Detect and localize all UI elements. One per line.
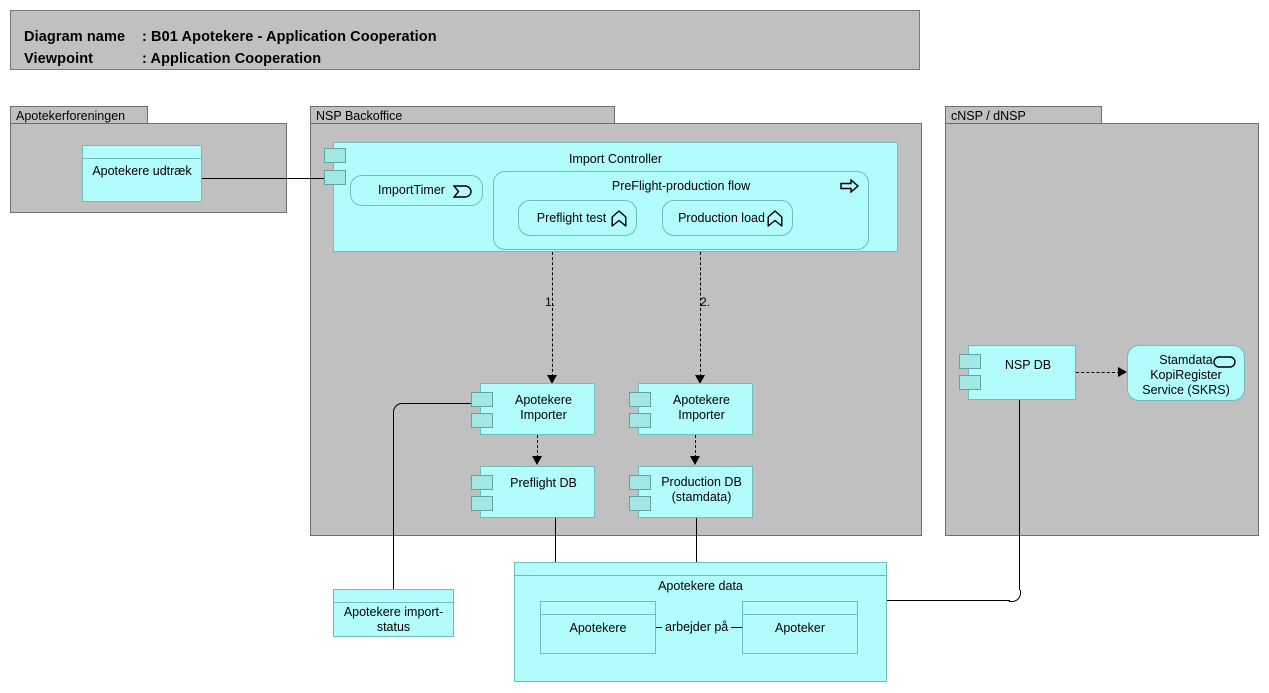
connector-udtraek-to-import-controller (202, 178, 331, 179)
port-import-controller-2 (324, 170, 346, 185)
node-label-import-controller: Import Controller (568, 152, 663, 166)
port-apotekere-importer-1-b (471, 413, 493, 428)
node-label-production-db: Production DB (stamdata) (661, 475, 742, 504)
connector-importer1-to-preflight-db (537, 435, 538, 458)
connector-apotekere-apoteker-label: arbejder på (662, 620, 732, 634)
port-apotekere-importer-1-a (471, 392, 493, 407)
node-label-apotekere-import-status: Apotekere import- status (343, 605, 444, 634)
connector-nspdb-to-stamdata-arrowhead (1118, 367, 1127, 377)
data-object-header (334, 590, 453, 603)
port-preflight-db-a (471, 475, 493, 490)
connector-preflight-db-to-data (555, 518, 556, 563)
port-production-db-a (629, 475, 651, 490)
connector-nspdb-to-stamdata (1076, 372, 1120, 373)
connector-importer1-to-preflight-db-arrowhead (532, 456, 542, 465)
diagram-name-key: Diagram name (24, 29, 126, 45)
connector-nspdb-to-data-h (887, 600, 1010, 601)
process-arrow-icon (840, 178, 860, 198)
node-import-timer[interactable]: ImportTimer (350, 175, 483, 206)
port-apotekere-importer-2-a (629, 392, 651, 407)
port-apotekere-importer-2-b (629, 413, 651, 428)
node-preflight-test[interactable]: Preflight test (518, 200, 637, 236)
connector-importstatus-h (402, 403, 471, 404)
node-label-apotekere-udtraek: Apotekere udtræk (92, 164, 192, 178)
node-stamdata-service[interactable]: Stamdata KopiRegister Service (SKRS) (1127, 345, 1245, 401)
node-apotekere-importer-1[interactable]: Apotekere Importer (471, 383, 595, 435)
connector-importer2-to-production-db-arrowhead (690, 456, 700, 465)
port-nsp-db-b (959, 375, 981, 390)
node-preflight-db[interactable]: Preflight DB (471, 466, 595, 518)
node-production-db[interactable]: Production DB (stamdata) (629, 466, 753, 518)
connector-flow-2 (700, 252, 701, 377)
port-import-controller-1 (324, 148, 346, 163)
connector-flow-2-label: 2. (700, 295, 711, 309)
node-label-production-load: Production load (678, 211, 765, 225)
data-object-header (515, 563, 886, 576)
connector-importer2-to-production-db (695, 435, 696, 458)
node-label-preflight-production-flow: PreFlight-production flow (611, 179, 751, 193)
connector-flow-1-label: 1. (545, 295, 556, 309)
diagram-title-banner: Diagram name : B01 Apotekere - Applicatio… (10, 10, 920, 70)
service-oval-icon (1213, 355, 1236, 373)
connector-flow-1 (552, 252, 553, 377)
connector-flow-2-arrowhead (695, 375, 705, 384)
viewpoint-key: Viewpoint (24, 51, 94, 67)
connector-importstatus-corner (393, 403, 404, 414)
group-tab-nsp-backoffice: NSP Backoffice (310, 106, 615, 124)
node-label-apotekere-importer-2: Apotekere Importer (673, 393, 730, 422)
connector-nspdb-to-data-corner (1009, 590, 1021, 602)
node-apotekere[interactable]: Apotekere (540, 601, 656, 654)
function-icon (611, 210, 627, 232)
data-object-header (83, 146, 201, 159)
node-label-import-timer: ImportTimer (378, 183, 445, 197)
group-label-apotekerforeningen: Apotekerforeningen (16, 109, 126, 123)
node-label-apotekere-importer-1: Apotekere Importer (515, 393, 572, 422)
node-label-preflight-db: Preflight DB (510, 476, 577, 490)
diagram-name-value: : B01 Apotekere - Application Cooperatio… (142, 29, 437, 45)
node-apoteker[interactable]: Apoteker (742, 601, 858, 654)
group-label-nsp-backoffice: NSP Backoffice (316, 109, 403, 123)
group-body-cnsp-dnsp (945, 123, 1259, 536)
node-label-preflight-test: Preflight test (536, 211, 607, 225)
connector-nspdb-to-data-v (1019, 400, 1020, 590)
connector-production-db-to-data (696, 518, 697, 563)
node-label-apotekere: Apotekere (569, 621, 627, 635)
node-label-nsp-db: NSP DB (1004, 358, 1052, 372)
node-apotekere-udtraek[interactable]: Apotekere udtræk (82, 145, 202, 202)
event-icon (452, 184, 472, 204)
group-label-cnsp-dnsp: cNSP / dNSP (951, 109, 1026, 123)
data-object-header (541, 602, 655, 615)
group-cnsp-dnsp[interactable]: cNSP / dNSP (945, 106, 1259, 536)
node-label-apotekere-data: Apotekere data (658, 579, 743, 593)
data-object-header (743, 602, 857, 615)
node-label-apoteker: Apoteker (774, 621, 826, 635)
node-nsp-db[interactable]: NSP DB (959, 345, 1076, 400)
function-icon (767, 210, 783, 232)
viewpoint-line: Viewpoint : Application Cooperation (24, 51, 321, 67)
node-label-stamdata-service: Stamdata KopiRegister Service (SKRS) (1142, 353, 1230, 397)
node-production-load[interactable]: Production load (662, 200, 793, 236)
node-import-controller[interactable]: Import Controller ImportTimer PreFlight-… (324, 142, 898, 252)
group-tab-apotekerforeningen: Apotekerforeningen (10, 106, 148, 124)
connector-importstatus-v (393, 412, 394, 590)
group-tab-cnsp-dnsp: cNSP / dNSP (945, 106, 1102, 124)
connector-flow-1-arrowhead (547, 375, 557, 384)
node-apotekere-import-status[interactable]: Apotekere import- status (333, 589, 454, 637)
node-preflight-production-flow[interactable]: PreFlight-production flow Preflight test… (493, 171, 869, 250)
viewpoint-value: : Application Cooperation (142, 51, 322, 67)
node-apotekere-data[interactable]: Apotekere data Apotekere Apoteker arbejd… (514, 562, 887, 682)
port-preflight-db-b (471, 496, 493, 511)
port-nsp-db-a (959, 354, 981, 369)
port-production-db-b (629, 496, 651, 511)
node-apotekere-importer-2[interactable]: Apotekere Importer (629, 383, 753, 435)
diagram-name-line: Diagram name : B01 Apotekere - Applicatio… (24, 29, 437, 45)
